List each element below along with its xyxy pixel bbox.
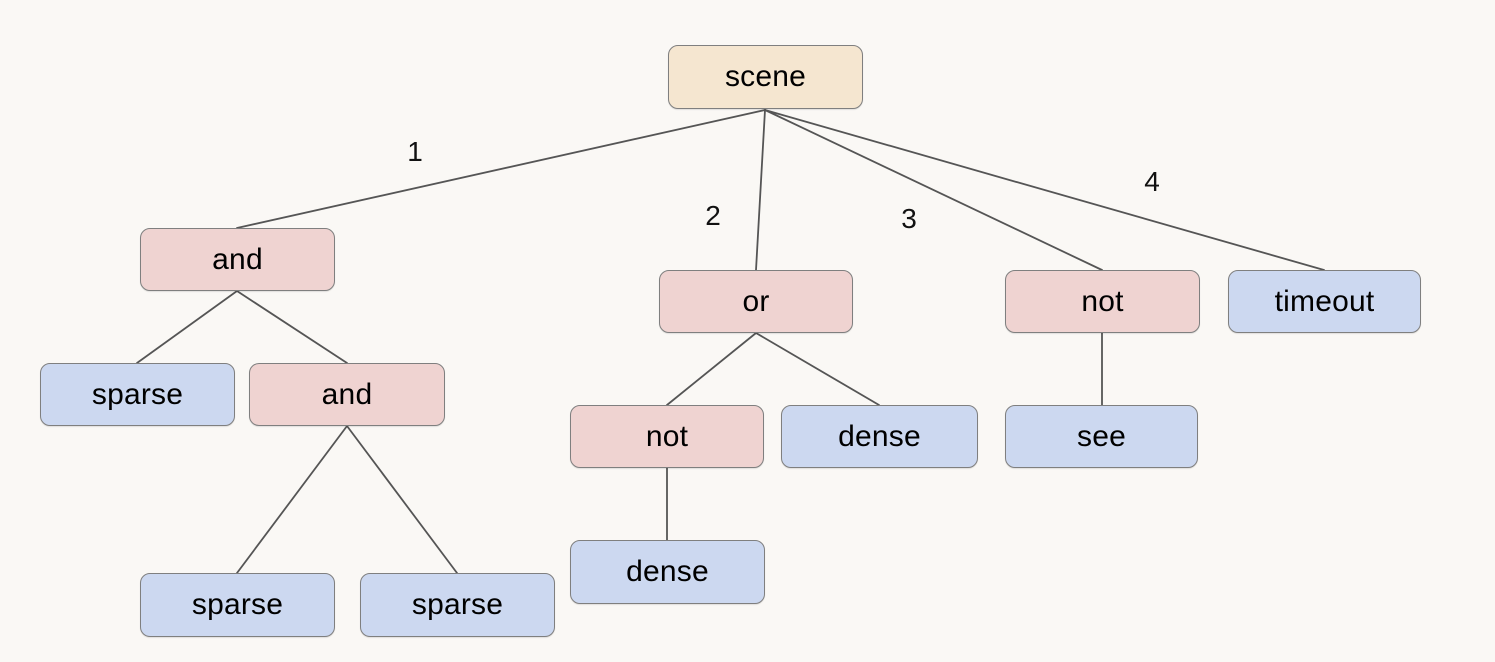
tree-node-or1[interactable]: or	[659, 270, 853, 333]
tree-node-dense_mid[interactable]: dense	[781, 405, 978, 468]
edge-label: 3	[901, 203, 917, 234]
tree-node-label: not	[645, 419, 689, 453]
tree-node-label: not	[1081, 284, 1124, 318]
tree-edge	[346, 425, 458, 574]
tree-edge	[755, 332, 880, 406]
tree-node-label: scene	[724, 60, 807, 93]
tree-node-label: dense	[838, 419, 921, 453]
edge-label: 4	[1144, 166, 1160, 197]
tree-node-label: or	[742, 284, 770, 318]
edge-label: 1	[407, 136, 423, 167]
tree-edge	[764, 109, 1325, 271]
tree-node-label: and	[212, 242, 263, 276]
tree-node-label: sparse	[91, 377, 184, 411]
tree-node-label: see	[1077, 419, 1126, 453]
tree-edge	[136, 290, 238, 364]
tree-node-not_right[interactable]: not	[1005, 270, 1200, 333]
tree-node-sparse3[interactable]: sparse	[360, 573, 555, 637]
tree-node-label: timeout	[1274, 284, 1375, 318]
edge-label: 2	[705, 200, 721, 231]
tree-edge	[236, 425, 348, 574]
tree-node-sparse2[interactable]: sparse	[140, 573, 335, 637]
tree-edge	[236, 109, 766, 229]
tree-node-and2[interactable]: and	[249, 363, 445, 426]
tree-node-not_mid[interactable]: not	[570, 405, 764, 468]
tree-edge	[764, 109, 1103, 271]
tree-node-label: and	[321, 377, 373, 411]
tree-node-timeout[interactable]: timeout	[1228, 270, 1421, 333]
tree-edge	[666, 332, 757, 406]
tree-node-see[interactable]: see	[1005, 405, 1198, 468]
tree-node-label: dense	[626, 555, 709, 588]
tree-node-label: sparse	[191, 588, 284, 621]
tree-edge	[755, 109, 766, 271]
tree-node-scene[interactable]: scene	[668, 45, 863, 109]
tree-node-sparse1[interactable]: sparse	[40, 363, 235, 426]
tree-node-dense_bot[interactable]: dense	[570, 540, 765, 604]
tree-edge	[236, 290, 348, 364]
tree-node-and1[interactable]: and	[140, 228, 335, 291]
tree-node-label: sparse	[411, 588, 504, 621]
